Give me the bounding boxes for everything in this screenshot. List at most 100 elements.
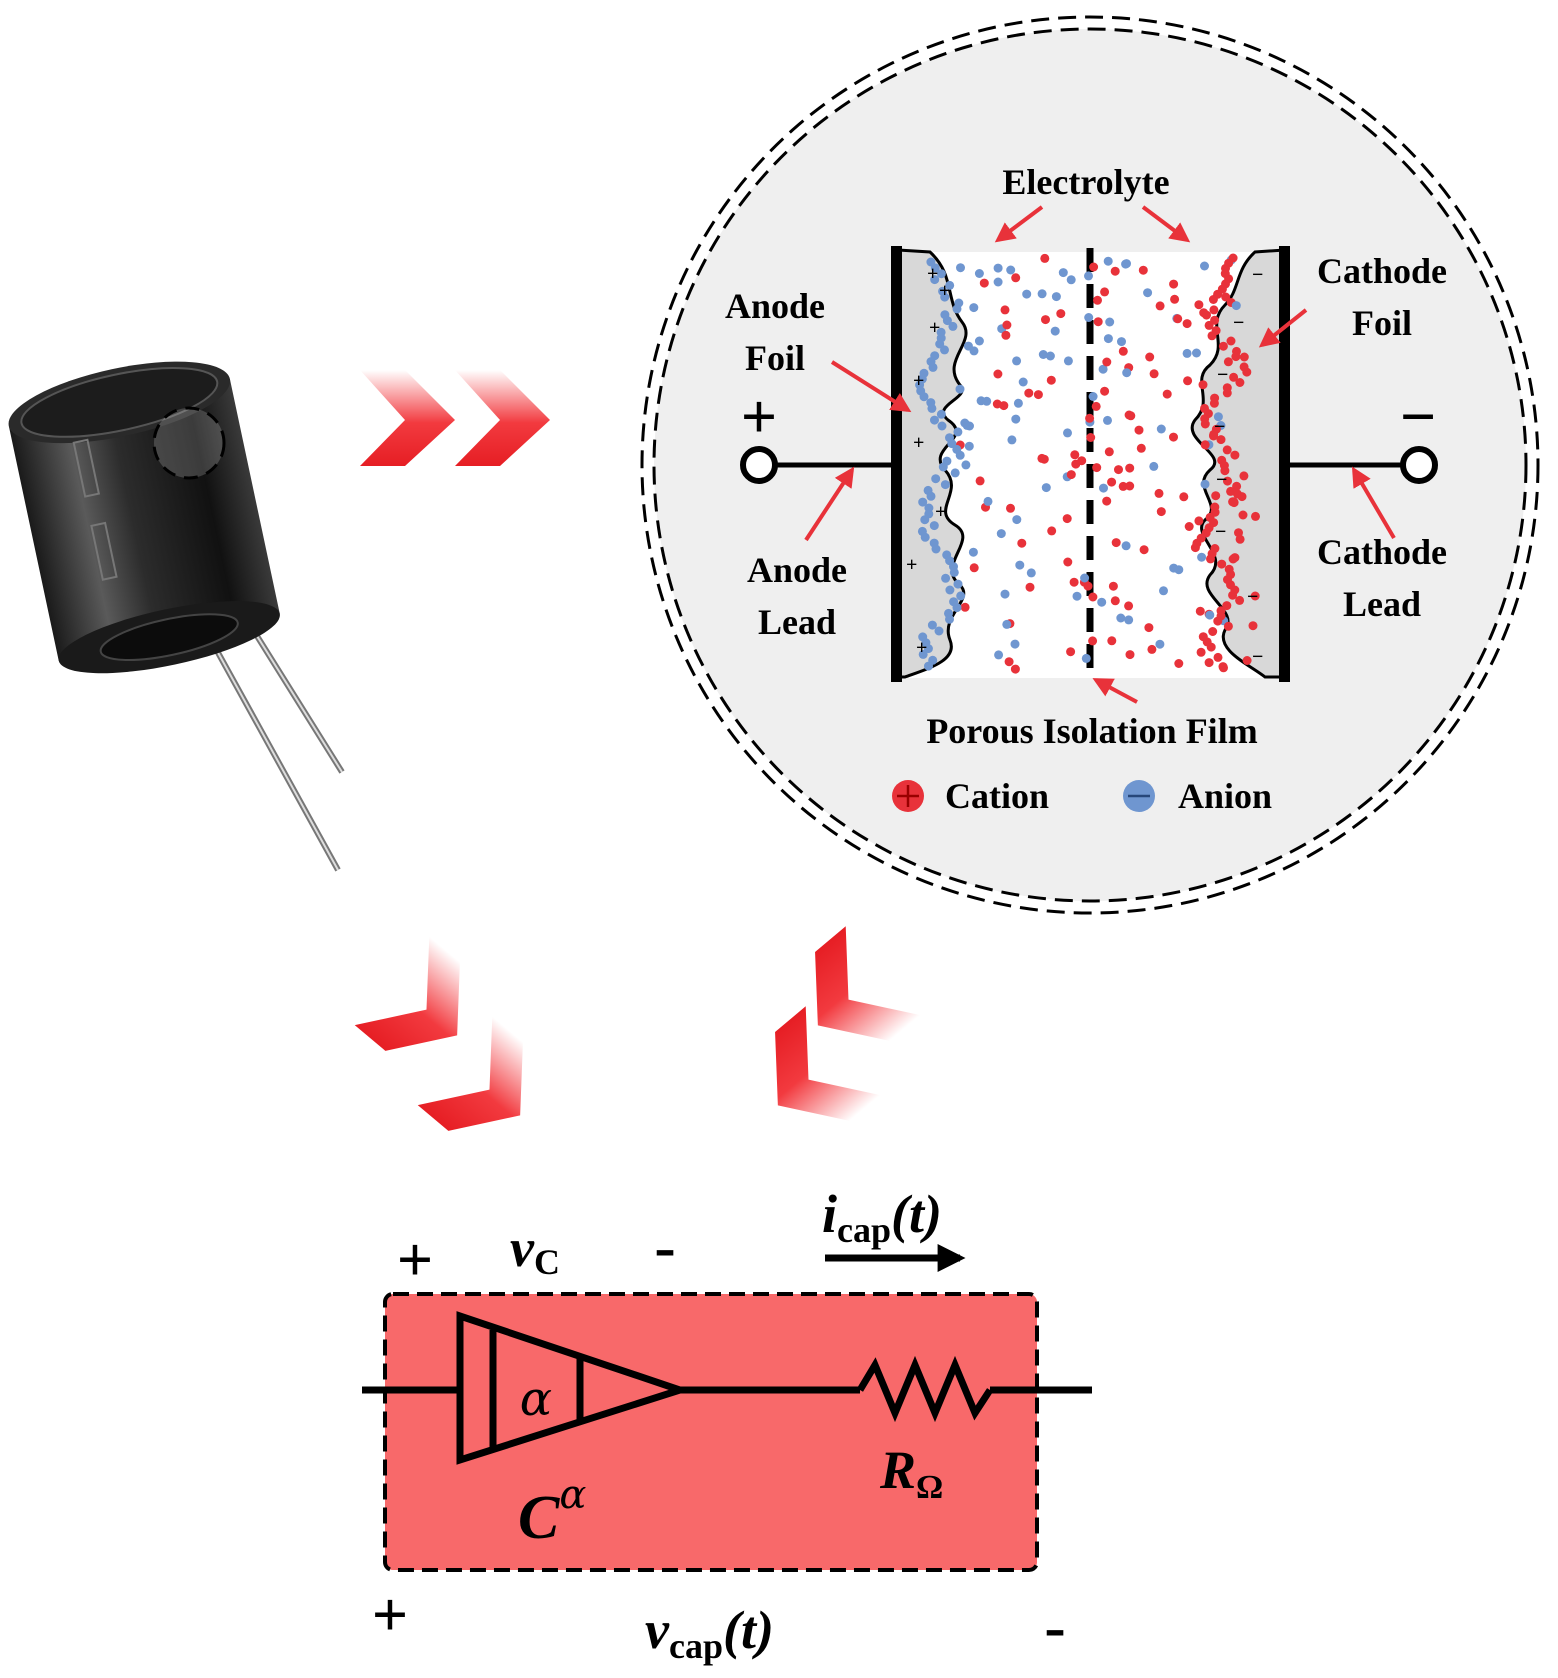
cation-particle <box>1040 253 1050 263</box>
cation-particle <box>1037 453 1047 463</box>
chevron-down-right-icon <box>417 1016 523 1131</box>
anion-particle <box>1011 414 1021 424</box>
anion-particle <box>923 644 933 654</box>
cation-particle <box>1092 463 1102 473</box>
cation-particle <box>1183 376 1193 386</box>
cation-particle <box>1108 581 1118 591</box>
anion-particle <box>1018 377 1028 387</box>
zoom-chevron-arrows <box>360 370 550 466</box>
anion-particle <box>994 650 1004 660</box>
cation-particle <box>1194 516 1204 526</box>
cation-particle <box>1088 636 1098 646</box>
cation-particle <box>1216 435 1226 445</box>
anion-particle <box>1080 573 1090 583</box>
resistor-symbol <box>856 1355 993 1423</box>
anion-particle <box>955 384 965 394</box>
anion-particle <box>930 415 939 425</box>
cation-particle <box>1218 341 1228 351</box>
cation-particle <box>1093 317 1103 327</box>
cation-particle <box>1242 656 1252 665</box>
anion-particle <box>974 269 984 278</box>
cation-particle <box>1222 601 1232 611</box>
anion-particle <box>927 403 937 413</box>
anion-particle <box>938 462 948 472</box>
anion-particle <box>936 269 946 279</box>
cation-particle <box>1156 507 1166 517</box>
anion-particle <box>1200 479 1210 489</box>
cation-particle <box>1194 300 1204 310</box>
cation-particle <box>1118 346 1128 356</box>
cation-particle <box>1169 432 1178 442</box>
anion-particle <box>1205 610 1215 620</box>
fractional-capacitor-symbol <box>456 1311 692 1465</box>
cation-particle <box>1102 357 1112 367</box>
label-pointer-arrows <box>804 205 1396 704</box>
cation-particle <box>979 278 989 288</box>
cation-particle <box>992 399 1002 409</box>
cation-particle <box>1004 657 1014 667</box>
anion-particle <box>956 263 965 273</box>
cathode-lead-label-line2: Lead <box>1343 584 1421 624</box>
cation-particle <box>1213 616 1223 626</box>
anion-particle <box>1121 541 1131 551</box>
cation-particle <box>1173 314 1183 324</box>
anion-particle <box>1037 289 1047 299</box>
anion-particle <box>919 392 929 402</box>
vc-minus-sign: - <box>654 1211 675 1282</box>
legend-anion-label: Anion <box>1178 776 1272 816</box>
anion-particle <box>1022 289 1032 299</box>
legend-cation: Cation <box>892 776 1049 816</box>
anion-particle <box>969 303 979 313</box>
anion-particle <box>1088 392 1098 401</box>
chevron-down-right-icon <box>354 936 460 1051</box>
cation-particle <box>1211 491 1221 501</box>
porous-isolation-film-label: Porous Isolation Film <box>926 711 1257 751</box>
cation-particle <box>1107 636 1117 646</box>
anion-particle <box>1081 653 1091 663</box>
cation-particle <box>1139 545 1149 555</box>
anion-particle <box>1155 639 1165 649</box>
vcap-plus-sign: + <box>372 1579 408 1650</box>
anion-particle <box>1103 334 1113 344</box>
cation-particle <box>1239 471 1249 481</box>
cation-particle <box>1107 477 1117 487</box>
cation-particle <box>1204 658 1214 668</box>
anion-particle <box>950 468 960 478</box>
anion-particle <box>1143 288 1153 298</box>
anion-particle <box>1097 597 1107 607</box>
svg-text:−: − <box>1214 416 1225 438</box>
cation-particle <box>1235 595 1245 605</box>
anion-particle <box>926 491 936 501</box>
anion-particle <box>931 544 941 554</box>
chevron-right-icon <box>360 370 550 466</box>
svg-text:−: − <box>1247 586 1258 608</box>
ion-legend: Cation Anion <box>892 776 1272 816</box>
anion-particle <box>993 263 1003 273</box>
anion-particle <box>963 341 973 351</box>
ion-particles <box>955 253 1260 674</box>
zoom-region-marker <box>152 406 226 480</box>
anion-particle <box>1156 424 1166 434</box>
cation-particle <box>1041 315 1050 325</box>
cathode-foil-label-line2: Foil <box>1352 303 1412 343</box>
svg-text:+: + <box>906 554 917 576</box>
cation-particle <box>1024 388 1034 398</box>
svg-text:+: + <box>927 263 938 285</box>
circuit-model-box <box>383 1292 1039 1572</box>
cation-particle <box>969 563 979 573</box>
cation-particle <box>1033 390 1043 400</box>
cation-particle <box>1223 621 1233 631</box>
svg-text:−: − <box>1215 521 1226 543</box>
cation-particle <box>1118 481 1128 491</box>
cation-particle <box>1056 309 1066 319</box>
vc-plus-sign: + <box>397 1224 433 1295</box>
anode-lead-label-line1: Anode <box>747 550 847 590</box>
cation-particle <box>1229 372 1239 382</box>
anion-particle <box>968 547 978 557</box>
cathode-foil-label-line1: Cathode <box>1317 251 1447 291</box>
cation-particle <box>1110 266 1120 276</box>
anion-particle <box>1192 348 1201 358</box>
cation-particle <box>1063 557 1073 567</box>
cation-particle <box>1231 352 1241 362</box>
anion-particle <box>918 649 928 659</box>
